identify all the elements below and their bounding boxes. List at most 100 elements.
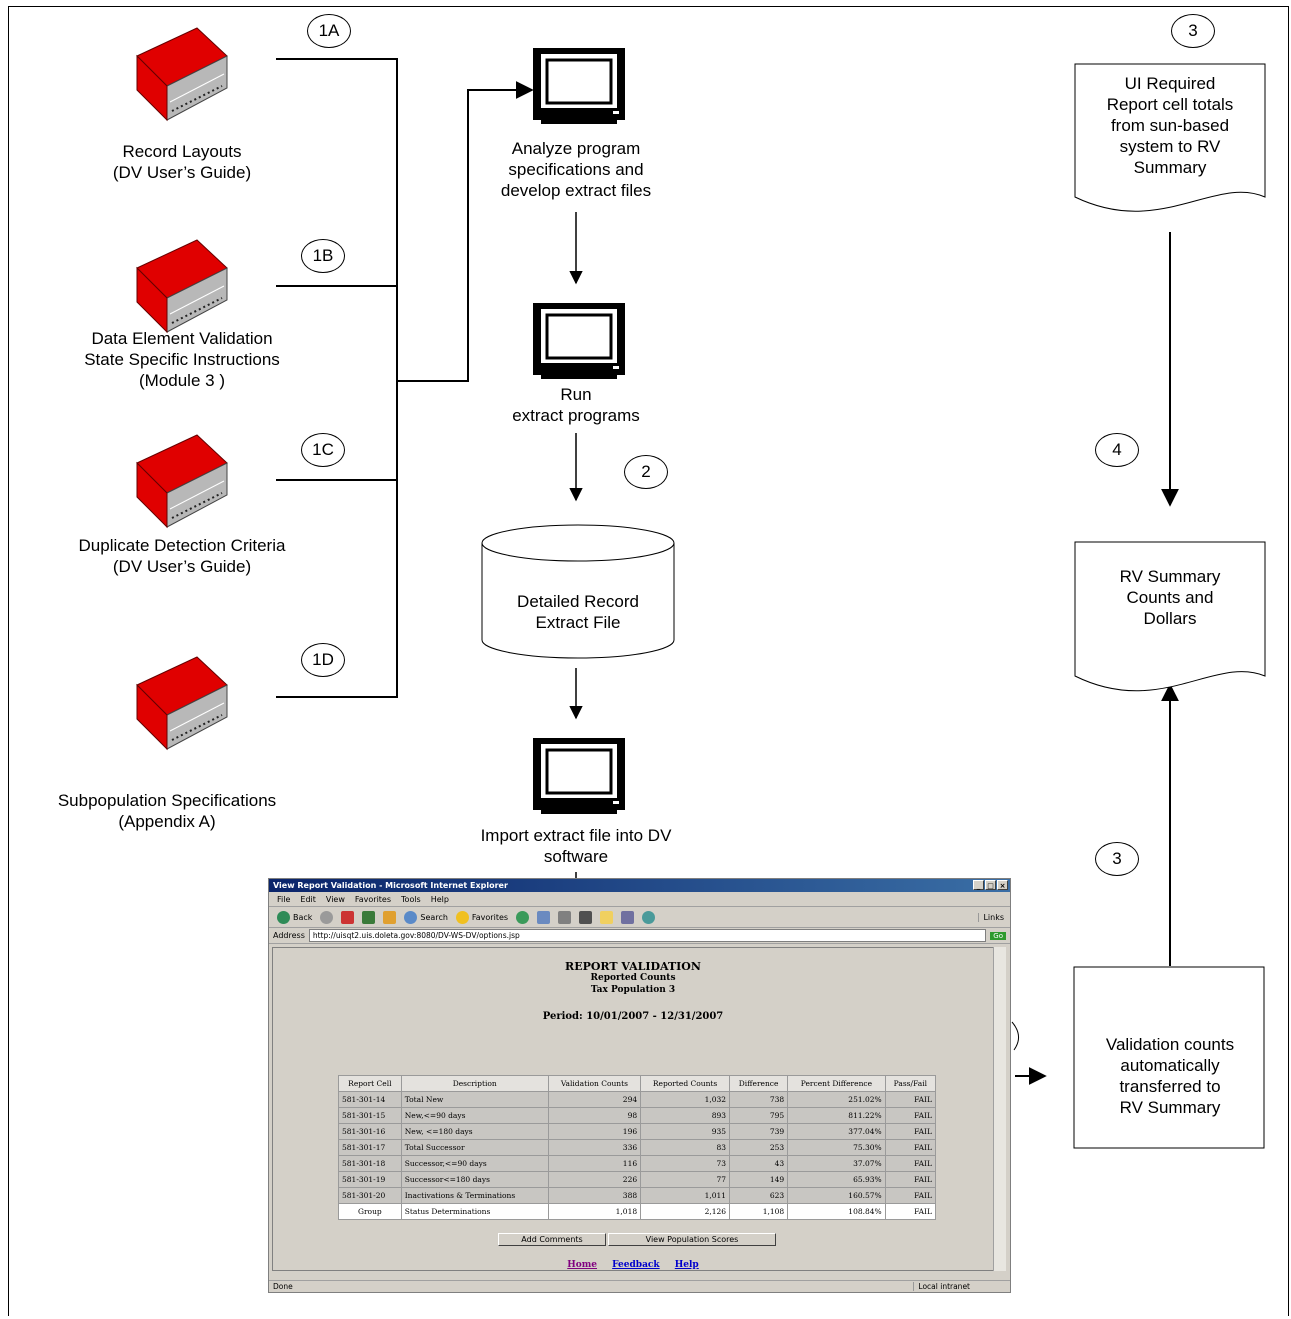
step-2: 2 — [624, 455, 668, 489]
description-cell: Successor<=180 days — [400, 1171, 549, 1188]
monitor-icon — [533, 738, 625, 814]
pass-fail-cell: FAIL — [884, 1171, 937, 1188]
column-header: Difference — [729, 1075, 789, 1092]
folder-icon[interactable] — [600, 910, 614, 924]
report-cell: 581-301-14 — [338, 1091, 402, 1108]
report-subtitle: Reported Counts — [590, 973, 676, 983]
go-button[interactable]: Go — [990, 931, 1006, 940]
reported-count-cell: 77 — [640, 1171, 731, 1188]
description-cell: New, <=180 days — [400, 1123, 549, 1140]
back-button[interactable]: Back — [277, 910, 312, 924]
pass-fail-cell: FAIL — [884, 1203, 937, 1220]
links-button[interactable]: Links — [978, 912, 1004, 922]
forward-arrow-icon[interactable] — [320, 910, 334, 924]
home-link[interactable]: Home — [567, 1260, 598, 1270]
stop-icon[interactable] — [341, 910, 355, 924]
messenger-icon[interactable] — [642, 910, 656, 924]
difference-cell: 1,108 — [729, 1203, 789, 1220]
book-icon — [136, 434, 228, 529]
description-cell: Total Successor — [400, 1139, 549, 1156]
home-icon[interactable] — [383, 910, 397, 924]
search-icon — [404, 910, 418, 924]
percent-difference-cell: 37.07% — [787, 1155, 886, 1172]
step-4: 4 — [1095, 433, 1139, 467]
validation-count-cell: 98 — [547, 1107, 642, 1124]
search-button[interactable]: Search — [404, 910, 448, 924]
step-1d: 1D — [301, 643, 345, 677]
menu-view[interactable]: View — [325, 894, 345, 904]
connector-trunk — [397, 81, 534, 382]
menu-file[interactable]: File — [277, 894, 291, 904]
report-cell: 581-301-16 — [338, 1123, 402, 1140]
minimize-icon[interactable]: _ — [973, 880, 984, 890]
pass-fail-cell: FAIL — [884, 1187, 937, 1204]
percent-difference-cell: 108.84% — [787, 1203, 886, 1220]
table-row: 581-301-18 Successor,<=90 days 116 73 43… — [338, 1155, 937, 1172]
menu-help[interactable]: Help — [430, 894, 449, 904]
browser-window: View Report Validation - Microsoft Inter… — [268, 878, 1011, 1293]
table-header-row: Report Cell Description Validation Count… — [338, 1075, 937, 1092]
report-cell: Group — [338, 1203, 402, 1220]
book-icon — [136, 239, 228, 334]
add-comments-button[interactable]: Add Comments — [498, 1233, 606, 1246]
description-cell: Status Determinations — [400, 1203, 549, 1220]
research-icon[interactable] — [621, 910, 635, 924]
toolbar: Back Search Favorites Links — [269, 907, 1010, 928]
table-row: 581-301-14 Total New 294 1,032 738 251.0… — [338, 1091, 937, 1108]
validation-count-cell: 196 — [547, 1123, 642, 1140]
validation-count-cell: 226 — [547, 1171, 642, 1188]
book-icon — [136, 656, 228, 751]
close-icon[interactable]: × — [997, 880, 1008, 890]
column-header: Report Cell — [338, 1075, 402, 1092]
reported-count-cell: 935 — [640, 1123, 731, 1140]
step-3-mid: 3 — [1095, 842, 1139, 876]
validation-count-cell: 388 — [547, 1187, 642, 1204]
table-row: 581-301-16 New, <=180 days 196 935 739 3… — [338, 1123, 937, 1140]
connector-1a — [276, 58, 398, 698]
menu-favorites[interactable]: Favorites — [354, 894, 392, 904]
window-title: View Report Validation - Microsoft Inter… — [273, 881, 508, 890]
table-row: 581-301-20 Inactivations & Terminations … — [338, 1187, 937, 1204]
menu-tools[interactable]: Tools — [401, 894, 421, 904]
help-link[interactable]: Help — [674, 1260, 699, 1270]
reported-count-cell: 83 — [640, 1139, 731, 1156]
monitor-icon — [533, 303, 625, 379]
favorites-button[interactable]: Favorites — [455, 910, 508, 924]
report-cell: 581-301-19 — [338, 1171, 402, 1188]
table-row: 581-301-17 Total Successor 336 83 253 75… — [338, 1139, 937, 1156]
history-icon[interactable] — [516, 910, 530, 924]
edit-icon[interactable] — [579, 910, 593, 924]
mail-icon[interactable] — [537, 910, 551, 924]
description-cell: Successor,<=90 days — [400, 1155, 549, 1172]
pass-fail-cell: FAIL — [884, 1139, 937, 1156]
diagram-frame — [8, 6, 1289, 1316]
vertical-scrollbar[interactable] — [993, 947, 1006, 1271]
reported-count-cell: 2,126 — [640, 1203, 731, 1220]
maximize-icon[interactable]: □ — [985, 880, 996, 890]
pass-fail-cell: FAIL — [884, 1155, 937, 1172]
step-1a: 1A — [307, 14, 351, 48]
report-cell: 581-301-18 — [338, 1155, 402, 1172]
refresh-icon[interactable] — [362, 910, 376, 924]
step-1c: 1C — [301, 433, 345, 467]
validation-count-cell: 116 — [547, 1155, 642, 1172]
report-table: Report Cell Description Validation Count… — [338, 1075, 937, 1220]
report-cell: 581-301-20 — [338, 1187, 402, 1204]
menu-bar: File Edit View Favorites Tools Help — [269, 892, 1010, 907]
validation-count-cell: 1,018 — [547, 1203, 642, 1220]
label-subpopulation-specifications: Subpopulation Specifications(Appendix A) — [57, 791, 277, 831]
view-population-scores-button[interactable]: View Population Scores — [608, 1233, 776, 1246]
status-bar: Done Local intranet — [269, 1280, 1010, 1292]
url-field[interactable]: http://uisqt2.uis.doleta.gov:8080/DV-WS-… — [308, 929, 987, 942]
difference-cell: 623 — [729, 1187, 789, 1204]
description-cell: Total New — [400, 1091, 549, 1108]
reported-count-cell: 73 — [640, 1155, 731, 1172]
feedback-link[interactable]: Feedback — [612, 1260, 660, 1270]
print-icon[interactable] — [558, 910, 572, 924]
menu-edit[interactable]: Edit — [300, 894, 316, 904]
column-header: Description — [400, 1075, 549, 1092]
